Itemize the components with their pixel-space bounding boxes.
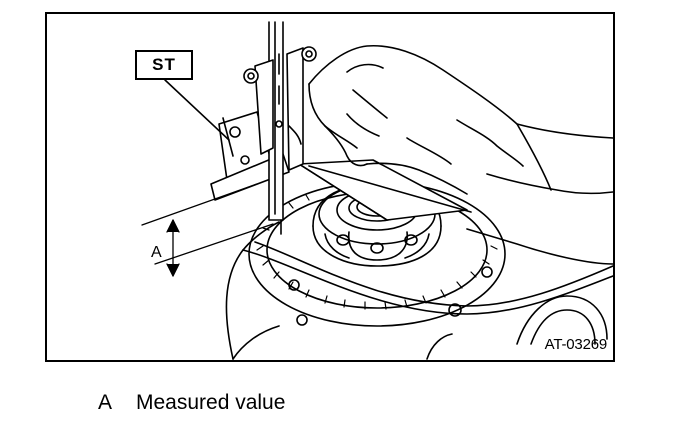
legend: A Measured value [98,390,285,416]
legend-text: Measured value [136,391,286,414]
dimension-a-label: A [151,244,162,261]
st-leader-line [164,79,230,141]
figure-code: AT-03269 [544,336,608,353]
figure-frame: ST A AT-03269 [45,12,615,362]
st-callout-label: ST [135,50,193,80]
straight-edge [298,159,472,221]
depth-gauge-measurement-illustration [141,21,613,360]
depth-gauge-scale [243,21,317,235]
legend-key: A [98,391,113,414]
dimension-a [141,183,274,277]
hand [308,44,613,195]
